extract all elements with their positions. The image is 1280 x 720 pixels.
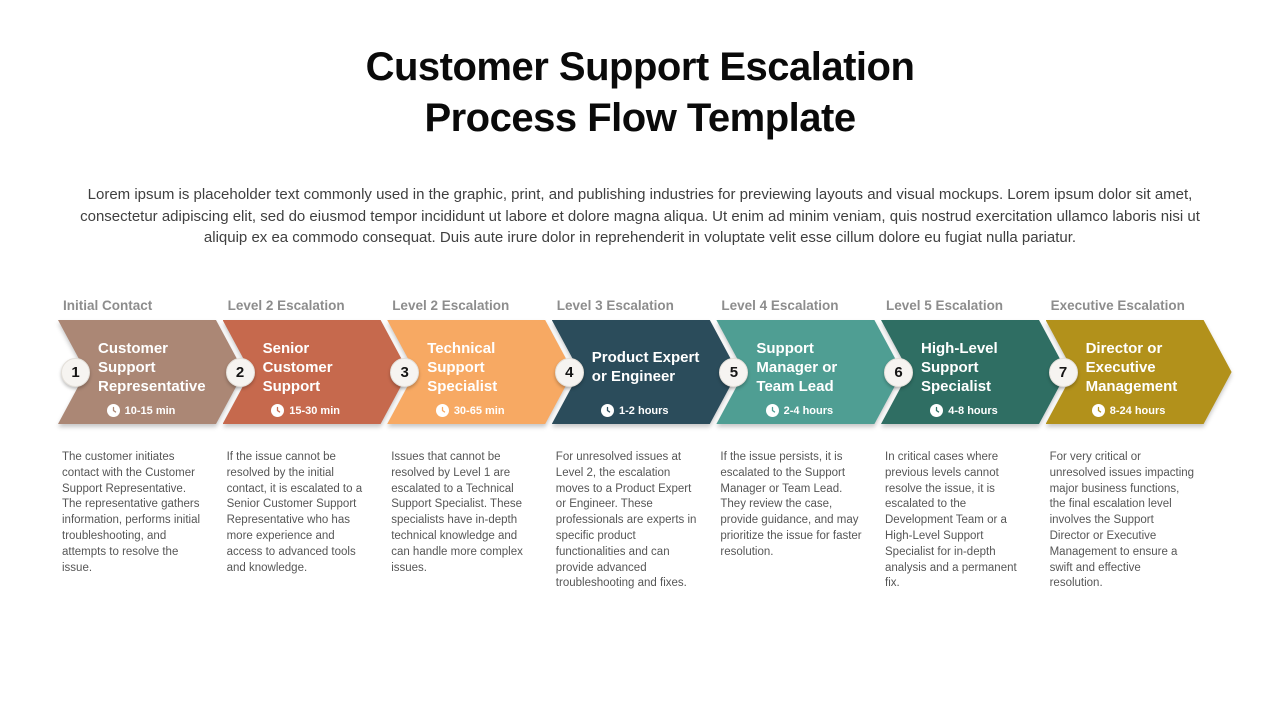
- step-number-badge: 5: [719, 358, 749, 387]
- process-step-6: Level 5 Escalation High-Level Support Sp…: [881, 298, 1067, 698]
- process-step-2: Level 2 Escalation Senior Customer Suppo…: [222, 298, 409, 698]
- process-step-7: Executive Escalation Director or Executi…: [1045, 298, 1232, 698]
- clock-icon: [106, 404, 120, 417]
- step-title: Director or Executive Management: [1085, 339, 1178, 395]
- step-level-label: Level 4 Escalation: [721, 298, 839, 313]
- step-duration: 15-30 min: [231, 404, 381, 417]
- step-description: For very critical or unresolved issues i…: [1049, 451, 1195, 590]
- page-title-line-1: Customer Support Escalation: [365, 45, 915, 89]
- step-duration-text: 15-30 min: [289, 404, 340, 417]
- step-duration-text: 8-24 hours: [1109, 404, 1166, 417]
- step-level-label: Executive Escalation: [1050, 298, 1185, 313]
- clock-icon: [271, 404, 285, 417]
- step-duration: 10-15 min: [66, 404, 216, 417]
- step-description: If the issue persists, it is escalated t…: [720, 451, 862, 558]
- step-number-badge: 7: [1048, 358, 1078, 387]
- step-level-label: Level 5 Escalation: [886, 298, 1004, 313]
- step-level-label: Level 2 Escalation: [392, 298, 510, 313]
- step-duration: 4-8 hours: [889, 404, 1039, 417]
- process-step-5: Level 4 Escalation Support Manager or Te…: [716, 298, 903, 698]
- step-duration-text: 2-4 hours: [783, 404, 834, 417]
- step-title: Technical Support Specialist: [427, 339, 498, 395]
- step-title: Product Expert or Engineer: [591, 349, 700, 385]
- step-duration-text: 30-65 min: [453, 404, 505, 417]
- process-step-4: Level 3 Escalation Product Expert or Eng…: [551, 298, 738, 698]
- process-step-1: Initial Contact Customer Support Represe…: [58, 298, 244, 698]
- process-flow: Initial Contact Customer Support Represe…: [0, 298, 1280, 698]
- step-duration: 1-2 hours: [560, 404, 710, 417]
- step-description: For unresolved issues at Level 2, the es…: [555, 451, 697, 590]
- step-duration: 2-4 hours: [724, 404, 874, 417]
- step-duration-text: 10-15 min: [124, 404, 176, 417]
- clock-icon: [930, 404, 944, 417]
- step-number-badge: 3: [390, 358, 420, 387]
- process-step-3: Level 2 Escalation Technical Support Spe…: [387, 298, 574, 698]
- step-duration: 8-24 hours: [1054, 404, 1204, 417]
- step-duration-text: 4-8 hours: [948, 404, 998, 417]
- step-duration-text: 1-2 hours: [619, 404, 669, 417]
- step-description: If the issue cannot be resolved by the i…: [226, 451, 363, 574]
- page-title-line-2: Process Flow Template: [424, 96, 856, 140]
- step-number-badge: 6: [884, 358, 913, 387]
- step-title: Support Manager or Team Lead: [756, 339, 838, 395]
- clock-icon: [1091, 404, 1105, 417]
- step-level-label: Initial Contact: [63, 298, 153, 313]
- clock-icon: [601, 404, 615, 417]
- step-title: Senior Customer Support: [262, 339, 333, 395]
- step-title: Customer Support Representative: [98, 339, 206, 395]
- step-level-label: Level 2 Escalation: [227, 298, 345, 313]
- step-title: High-Level Support Specialist: [921, 339, 998, 395]
- step-description: In critical cases where previous levels …: [885, 451, 1017, 590]
- step-duration: 30-65 min: [395, 404, 545, 417]
- step-description: Issues that cannot be resolved by Level …: [391, 451, 523, 574]
- clock-icon: [435, 404, 449, 417]
- intro-paragraph: Lorem ipsum is placeholder text commonly…: [80, 186, 1200, 246]
- step-number-badge: 4: [554, 358, 584, 387]
- step-description: The customer initiates contact with the …: [62, 451, 201, 574]
- step-level-label: Level 3 Escalation: [556, 298, 674, 313]
- clock-icon: [765, 404, 779, 417]
- step-number-badge: 2: [225, 358, 255, 387]
- step-number-badge: 1: [61, 358, 90, 387]
